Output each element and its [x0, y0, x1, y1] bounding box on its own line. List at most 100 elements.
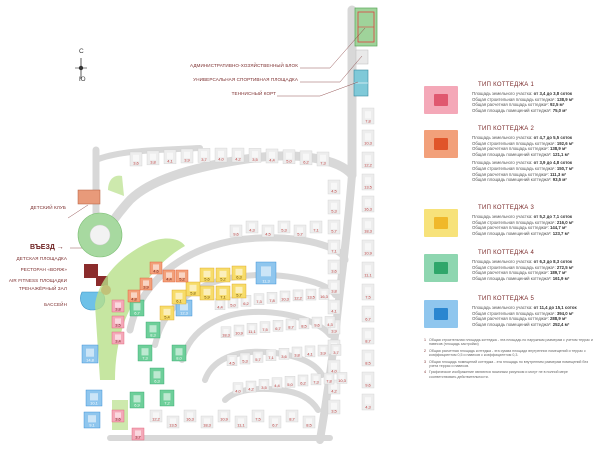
legend-swatch	[424, 86, 458, 114]
plot-area-label: 5,7	[331, 229, 337, 234]
plot-area-label: 14,8	[86, 358, 95, 363]
plot-area-label: 3,5	[252, 157, 258, 162]
plot-area-label: 3,9	[320, 351, 326, 356]
legend-line: Общая площадь помещений коттеджа³: 252,4…	[472, 321, 570, 327]
legend-line: Общая расчетная площадь коттеджа²: 144,7…	[472, 225, 567, 231]
plot-area-label: 4,2	[331, 389, 337, 394]
plot-area-label: 10,3	[281, 296, 290, 301]
admin-building	[355, 49, 369, 65]
legend-line: Общая расчетная площадь коттеджа²: 111,3…	[472, 171, 567, 177]
plot-area-label: 13,5	[307, 295, 316, 300]
plot-area-label: 5,3	[242, 359, 248, 364]
legend-swatch	[424, 254, 458, 282]
plot-area-label: 5,0	[287, 382, 293, 387]
legend-line: Общая расчетная площадь коттеджа²: 288,9…	[472, 316, 567, 322]
legend-line: Площадь земельного участка: от 3,4 до 3,…	[472, 91, 573, 96]
plot-area-label: 10,3	[364, 141, 373, 146]
label-restaurant: РЕСТОРАН «ВОЯЖ»	[20, 267, 67, 272]
plot-area-label: 4,1	[167, 158, 173, 163]
standard-plots: 3,6 3,8 4,1 3,9 3,7 4,0 4,2 3,5 4,4 5,0 6,2 7,3 7,8 1…	[129, 107, 375, 429]
plot-area-label: 6,2	[300, 380, 306, 385]
plot-area-label: 6,7	[275, 326, 281, 331]
compass: С Ю	[70, 48, 92, 83]
label-playground: ДЕТСКАЯ ПЛОЩАДКА	[16, 256, 67, 261]
plot-area-label: 10,3	[338, 378, 347, 383]
plot-area-label: 10,1	[90, 401, 99, 406]
legend-line: Площадь земельного участка: от 3,9 до 4,…	[472, 160, 573, 166]
plot-area-label: 4,3	[249, 228, 255, 233]
legend-line: Общая строительная площадь коттеджа¹: 15…	[472, 166, 574, 171]
plot-area-label: 3,6	[281, 354, 287, 359]
plot-area-label: 8,3	[150, 333, 156, 338]
legend-line: Общая строительная площадь коттеджа¹: 19…	[472, 140, 574, 146]
plot-area-label: 3,7	[135, 435, 141, 440]
label-entry: ВЪЕЗД →	[30, 244, 64, 251]
plot-area-label: 3,6	[331, 269, 337, 274]
plot-area-label: 8,7	[288, 324, 294, 329]
plot-area-label: 6,9	[134, 403, 140, 408]
plot-area-label: 7,5	[255, 417, 261, 422]
plot-area-label: 9,6	[233, 232, 239, 237]
plot-area-label: 4,4	[274, 383, 280, 388]
plot-area-label: 5,2	[179, 277, 185, 282]
legend-line: Площадь земельного участка: от 11,4 до 1…	[472, 305, 577, 310]
plot-area-label: 4,8	[131, 297, 137, 302]
plot-area-label: 7,5	[365, 295, 371, 300]
plot-area-label: 3,8	[150, 159, 156, 164]
plot-area-label: 5,3	[281, 228, 287, 233]
plot-area-label: 3,7	[201, 157, 207, 162]
plot-area-label: 4,4	[166, 277, 172, 282]
compass-arrow-icon	[75, 58, 87, 78]
plot-area-label: 9,6	[365, 383, 371, 388]
plot-area-label: 8,7	[365, 339, 371, 344]
plot-area-label: 3,7	[333, 350, 339, 355]
plot-area-label: 3,8	[294, 352, 300, 357]
plot-area-label: 4,4	[217, 304, 223, 309]
plot-area-label: 8,7	[289, 417, 295, 422]
label-fitness: AIR FITNESS ПЛОЩАДКИ	[8, 278, 67, 283]
legend-title: ТИП КОТТЕДЖА 4	[478, 250, 535, 256]
plot-area-label: 4,0	[235, 388, 241, 393]
legend-swatch	[424, 130, 458, 158]
plot-area-label: 4,3	[365, 405, 371, 410]
plot-area-label: 11,3	[262, 279, 270, 284]
plot-area-label: 7,3	[256, 299, 262, 304]
plot-area-label: 11,1	[237, 423, 245, 428]
plot-area-label: 11,1	[248, 329, 256, 334]
plot-area-label: 4,1	[331, 309, 337, 314]
plot-area-label: 7,3	[142, 356, 148, 361]
plot-area-label: 16,3	[364, 207, 373, 212]
label-admin-block: АДМИНИСТРАТИВНО-ХОЗЯЙСТВЕННЫЙ БЛОК	[190, 63, 298, 68]
plot-area-label: 9,1	[89, 423, 95, 428]
legend-line: Общая площадь помещений коттеджа³: 93,5 …	[472, 177, 567, 183]
legend-title: ТИП КОТТЕДЖА 2	[478, 126, 535, 132]
plot-area-label: 7,3	[320, 161, 326, 166]
plot-area-label: 18,3	[203, 423, 212, 428]
label-tennis-court: ТЕННИСНЫЙ КОРТ	[231, 91, 276, 96]
plot-area-label: 7,8	[326, 379, 332, 384]
plot-area-label: 13,5	[169, 423, 178, 428]
plot-area-label: 8,0	[176, 356, 182, 361]
plot-area-label: 12,2	[294, 295, 303, 300]
plot-area-label: 6,3	[154, 379, 160, 384]
plot-area-label: 4,5	[229, 360, 235, 365]
plot-area-label: 13,5	[364, 185, 373, 190]
plot-area-label: 5,2	[220, 277, 226, 282]
legend-line: Общая строительная площадь коттеджа¹: 21…	[472, 219, 574, 225]
legend-line: Общая строительная площадь коттеджа¹: 13…	[472, 96, 574, 102]
plot-area-label: 5,8	[190, 291, 196, 296]
restaurant-building	[84, 264, 98, 278]
gym-building	[96, 276, 108, 286]
legend-title: ТИП КОТТЕДЖА 5	[478, 296, 535, 302]
plot-area-label: 4,5	[331, 189, 337, 194]
legend-line: Общая расчетная площадь коттеджа²: 92,5 …	[472, 102, 565, 108]
sports-complex	[353, 7, 378, 97]
plot-area-label: 7,1	[220, 295, 226, 300]
plot-area-label: 7,1	[331, 249, 337, 254]
plot-area-label: 4,2	[248, 387, 254, 392]
plot-area-label: 10,9	[364, 251, 373, 256]
plot-area-label: 4,4	[269, 157, 275, 162]
legend-line: Площадь земельного участка: от 4,7 до 5,…	[472, 135, 573, 140]
plot-area-label: 7,8	[365, 119, 371, 124]
